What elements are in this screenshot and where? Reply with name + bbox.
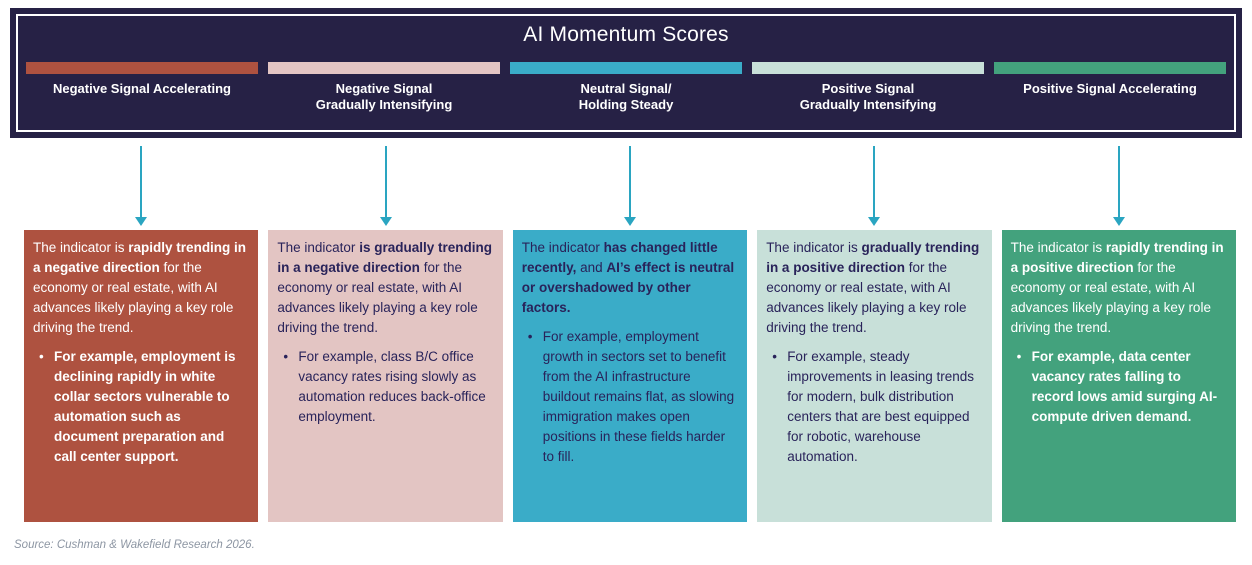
down-arrow-icon bbox=[24, 146, 258, 226]
description-box-positive-intensifying: The indicator is gradually trending in a… bbox=[757, 230, 992, 522]
box-intro-text: The indicator is rapidly trending in a n… bbox=[33, 240, 247, 335]
legend-color-bar bbox=[26, 62, 258, 74]
header-inner-frame: AI Momentum Scores Negative Signal Accel… bbox=[16, 14, 1236, 132]
arrow-head bbox=[1112, 217, 1125, 226]
box-bullet-text: For example, employment is declining rap… bbox=[54, 349, 236, 464]
legend-label: Neutral Signal/ Holding Steady bbox=[578, 81, 674, 112]
bullet-marker: • bbox=[527, 329, 533, 344]
source-note: Source: Cushman & Wakefield Research 202… bbox=[14, 539, 255, 551]
legend-color-bar bbox=[510, 62, 742, 74]
description-box-neutral: The indicator has changed little recentl… bbox=[512, 230, 748, 522]
box-intro-text: The indicator has changed little recentl… bbox=[521, 240, 735, 315]
legend-item: Positive Signal Accelerating bbox=[994, 62, 1226, 113]
box-bullet-item: • For example, data center vacancy rates… bbox=[1011, 347, 1226, 427]
legend-color-bar bbox=[268, 62, 500, 74]
box-intro-text: The indicator is gradually trending in a… bbox=[277, 240, 492, 335]
box-intro-text: The indicator is rapidly trending in a p… bbox=[1010, 240, 1224, 335]
bullet-marker: • bbox=[39, 349, 44, 364]
arrow-line bbox=[628, 146, 631, 217]
legend-label: Negative Signal Gradually Intensifying bbox=[315, 81, 453, 112]
box-bullet-text: For example, class B/C office vacancy ra… bbox=[298, 349, 486, 424]
legend-item: Negative Signal Accelerating bbox=[26, 62, 258, 113]
box-bullet-item: • For example, steady improvements in le… bbox=[766, 347, 981, 467]
page-title: AI Momentum Scores bbox=[523, 23, 729, 46]
box-bullet-text: For example, steady improvements in leas… bbox=[787, 349, 975, 464]
description-box-negative-accelerating: The indicator is rapidly trending in a n… bbox=[24, 230, 259, 522]
down-arrow-icon bbox=[268, 146, 502, 226]
arrow-line bbox=[384, 146, 387, 217]
legend-label: Positive Signal Accelerating bbox=[1023, 81, 1197, 96]
down-arrow-icon bbox=[757, 146, 991, 226]
box-bullet-text: For example, data center vacancy rates f… bbox=[1031, 349, 1218, 424]
description-row: The indicator is rapidly trending in a n… bbox=[24, 230, 1236, 522]
legend-label: Negative Signal Accelerating bbox=[53, 81, 231, 96]
legend-color-bar bbox=[752, 62, 984, 74]
arrow-line bbox=[1117, 146, 1120, 217]
down-arrow-icon bbox=[1002, 146, 1236, 226]
bullet-marker: • bbox=[772, 349, 777, 364]
box-intro-text: The indicator is gradually trending in a… bbox=[766, 240, 980, 335]
legend-label: Positive Signal Gradually Intensifying bbox=[799, 81, 937, 112]
box-bullet-item: • For example, employment is declining r… bbox=[33, 347, 248, 467]
box-bullet-item: • For example, employment growth in sect… bbox=[522, 327, 737, 467]
arrow-head bbox=[379, 217, 392, 226]
down-arrow-icon bbox=[513, 146, 747, 226]
legend-item: Positive Signal Gradually Intensifying bbox=[752, 62, 984, 113]
arrow-line bbox=[873, 146, 876, 217]
bullet-marker: • bbox=[283, 349, 289, 364]
description-box-positive-accelerating: The indicator is rapidly trending in a p… bbox=[1001, 230, 1236, 522]
box-bullet-text: For example, employment growth in sector… bbox=[542, 329, 735, 464]
bullet-marker: • bbox=[1016, 349, 1022, 364]
arrow-head bbox=[623, 217, 636, 226]
arrow-head bbox=[868, 217, 881, 226]
arrow-line bbox=[140, 146, 143, 217]
box-bullet-item: • For example, class B/C office vacancy … bbox=[277, 347, 492, 427]
header-banner: AI Momentum Scores Negative Signal Accel… bbox=[10, 8, 1242, 138]
legend-color-bar bbox=[994, 62, 1226, 74]
description-box-negative-intensifying: The indicator is gradually trending in a… bbox=[268, 230, 503, 522]
arrow-head bbox=[135, 217, 148, 226]
legend-row: Negative Signal Accelerating Negative Si… bbox=[18, 62, 1234, 113]
legend-item: Negative Signal Gradually Intensifying bbox=[268, 62, 500, 113]
arrows-row bbox=[24, 146, 1236, 226]
legend-item: Neutral Signal/ Holding Steady bbox=[510, 62, 742, 113]
